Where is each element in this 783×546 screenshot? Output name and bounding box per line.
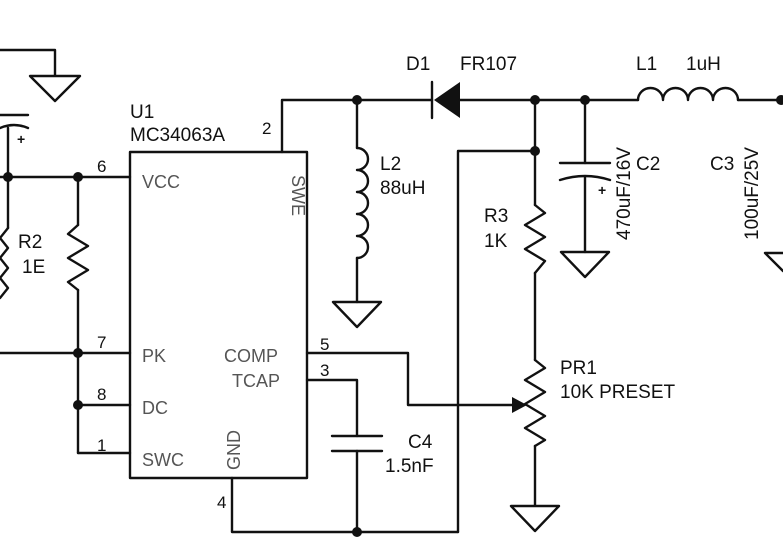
diode-d1 [430, 80, 537, 120]
junction-dot [73, 400, 83, 410]
c2-ref: C2 [636, 154, 660, 175]
junction-dot [73, 172, 83, 182]
l1-ref: L1 [636, 54, 657, 75]
d1-value: FR107 [460, 54, 517, 75]
u1-pin-vcc-label: VCC [142, 172, 180, 192]
r3-ref: R3 [484, 206, 508, 227]
c3-value: 100uF/25V [742, 147, 763, 240]
u1-pin-vcc-number: 6 [97, 157, 106, 176]
feedback-network [305, 98, 547, 534]
junction-dot [3, 172, 13, 182]
junction-dot [352, 95, 362, 105]
switch-node-wiring [280, 98, 434, 304]
u1-pin-swe-number: 2 [262, 119, 271, 138]
pr1-value: 10K PRESET [560, 382, 675, 403]
c4-ref: C4 [408, 432, 433, 453]
ground-symbol-c3 [763, 251, 783, 273]
junction-dot [73, 348, 83, 358]
junction-dot [776, 95, 783, 105]
u1-pin-gnd-label: GND [224, 430, 244, 470]
u1-pin-dc-number: 8 [97, 385, 106, 404]
timing-capacitor-wiring [230, 378, 460, 534]
u1-pin-swc-number: 1 [97, 436, 106, 455]
capacitor-c2 [558, 98, 612, 254]
c4-value: 1.5nF [385, 456, 434, 477]
r3-value: 1K [484, 231, 508, 252]
r2-ref: R2 [18, 232, 42, 253]
d1-ref: D1 [406, 54, 430, 75]
ground-symbol-c2 [559, 250, 611, 279]
ground-symbol-pr1 [509, 504, 561, 533]
l1-value: 1uH [686, 54, 721, 75]
u1-pin-tcap-number: 3 [320, 361, 329, 380]
u1-ref: U1 [130, 102, 154, 123]
u1-part: MC34063A [130, 125, 225, 146]
left-wiring [0, 175, 132, 455]
u1-ic: U1 MC34063A VCC 6 PK 7 DC 8 SWC 1 COMP 5… [97, 102, 329, 512]
u1-pin-dc-label: DC [142, 398, 168, 418]
c2-value: 470uF/16V [614, 147, 635, 240]
input-capacitor-polarity: + [17, 131, 25, 147]
r2-value: 1E [22, 257, 45, 278]
u1-pin-swc-label: SWC [142, 450, 184, 470]
l2-ref: L2 [380, 154, 401, 175]
u1-pin-pk-number: 7 [97, 333, 106, 352]
output-rail [533, 86, 783, 102]
u1-pin-gnd-number: 4 [217, 493, 226, 512]
c2-polarity: + [598, 182, 606, 198]
input-capacitor: + [0, 48, 57, 179]
ground-symbol-l2 [331, 300, 383, 329]
junction-dot [352, 527, 362, 537]
junction-dot [530, 146, 540, 156]
ground-symbol-input [28, 74, 82, 103]
pr1-ref: PR1 [560, 358, 597, 379]
u1-pin-comp-label: COMP [224, 346, 278, 366]
u1-pin-tcap-label: TCAP [232, 371, 280, 391]
u1-pin-swe-label: SWE [288, 175, 308, 216]
l2-value: 88uH [380, 178, 425, 199]
c3-ref: C3 [710, 154, 734, 175]
u1-pin-comp-number: 5 [320, 335, 329, 354]
u1-pin-pk-label: PK [142, 346, 166, 366]
